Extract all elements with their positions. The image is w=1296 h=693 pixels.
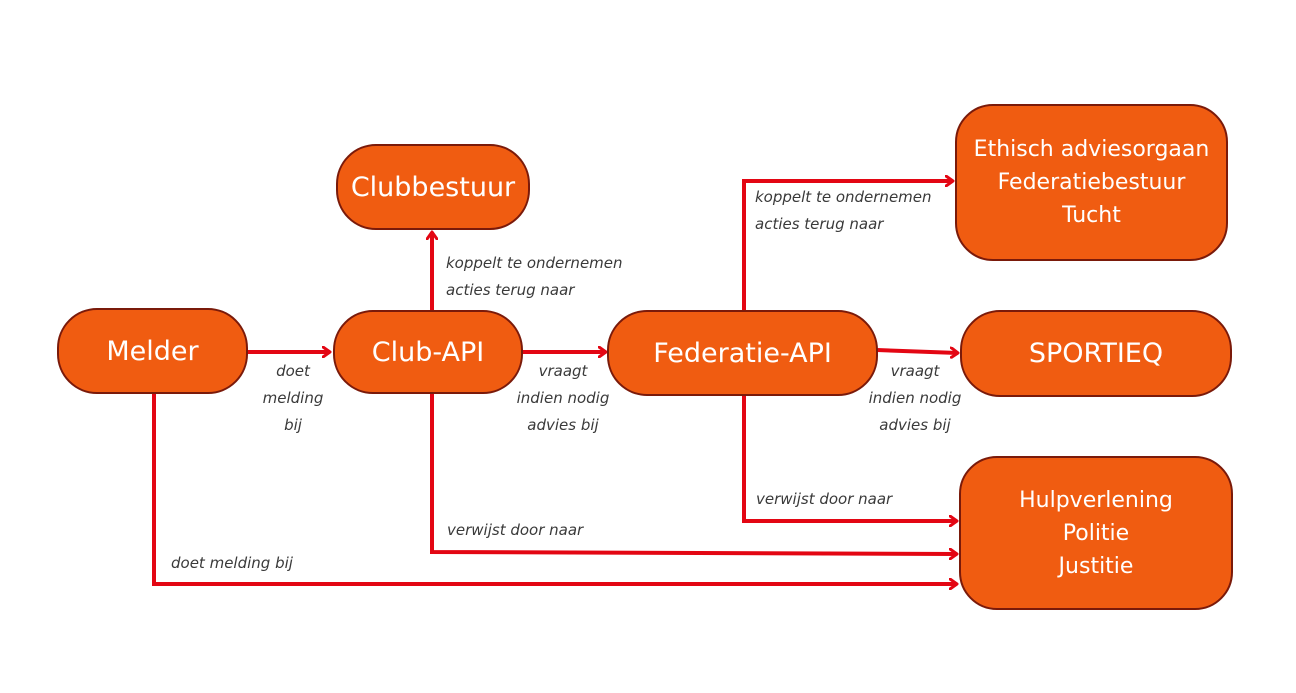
- label-federatie-to-sportieq: vraagt indien nodig advies bij: [860, 358, 970, 439]
- node-clubbestuur-label: Clubbestuur: [350, 171, 516, 203]
- node-ethisch-line-3: Tucht: [1062, 203, 1121, 228]
- node-clubbestuur: Clubbestuur: [336, 144, 530, 230]
- label-line: vraagt: [890, 362, 940, 380]
- arrow-melder-to-hulp: [152, 394, 957, 584]
- label-club-to-federatie: vraagt indien nodig advies bij: [508, 358, 618, 439]
- arrow-federatie-api-to-hulp: [742, 396, 957, 521]
- label-federatie-to-ethisch: koppelt te ondernemen acties terug naar: [755, 184, 932, 238]
- node-club-api: Club-API: [333, 310, 523, 394]
- label-line: bij: [284, 416, 302, 434]
- label-line: acties terug naar: [755, 215, 884, 233]
- label-line: vraagt: [538, 362, 588, 380]
- label-club-to-hulp: verwijst door naar: [447, 521, 584, 539]
- label-line: koppelt te ondernemen: [446, 254, 623, 272]
- label-line: advies bij: [527, 416, 599, 434]
- label-line: koppelt te ondernemen: [755, 188, 932, 206]
- arrow-federatie-api-to-ethisch: [742, 181, 953, 310]
- label-line: doet: [276, 362, 310, 380]
- label-line: indien nodig: [868, 389, 962, 407]
- node-sportieq: SPORTIEQ: [960, 310, 1232, 397]
- label-federatie-to-hulp: verwijst door naar: [756, 490, 893, 508]
- node-melder: Melder: [57, 308, 248, 394]
- node-federatie-api: Federatie-API: [607, 310, 878, 396]
- node-hulpverlening-politie-justitie: Hulpverlening Politie Justitie: [959, 456, 1233, 610]
- label-line: indien nodig: [516, 389, 610, 407]
- arrow-federatie-api-to-sportieq: [876, 350, 958, 353]
- node-federatie-api-label: Federatie-API: [653, 337, 832, 369]
- node-sportieq-label: SPORTIEQ: [1028, 338, 1164, 369]
- label-line: acties terug naar: [446, 281, 575, 299]
- node-ethisch-line-2: Federatiebestuur: [997, 170, 1186, 195]
- node-club-api-label: Club-API: [371, 336, 485, 368]
- label-melder-to-hulp: doet melding bij: [171, 554, 293, 572]
- node-ethisch-line-1: Ethisch adviesorgaan: [973, 137, 1210, 162]
- label-melder-to-club: doet melding bij: [248, 358, 338, 439]
- label-line: advies bij: [879, 416, 951, 434]
- node-ethisch-federatiebestuur-tucht: Ethisch adviesorgaan Federatiebestuur Tu…: [955, 104, 1228, 261]
- arrow-club-api-to-hulp: [430, 394, 957, 554]
- label-club-to-bestuur: koppelt te ondernemen acties terug naar: [446, 250, 623, 304]
- node-hulp-line-2: Politie: [1062, 520, 1130, 546]
- node-melder-label: Melder: [106, 335, 199, 367]
- node-hulp-line-3: Justitie: [1058, 553, 1134, 579]
- label-line: melding: [262, 389, 324, 407]
- node-hulp-line-1: Hulpverlening: [1019, 487, 1173, 513]
